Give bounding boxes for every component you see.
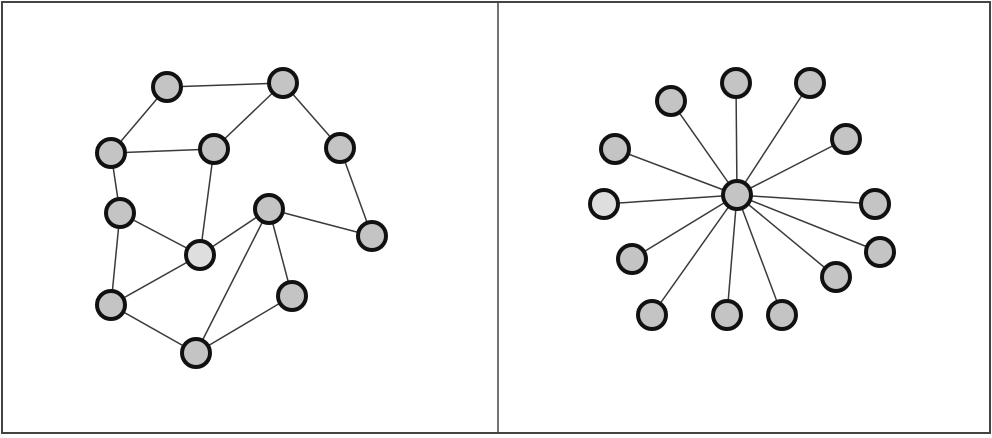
star-leaf-node-s11 <box>636 299 668 331</box>
star-spoke-s12 <box>726 194 738 316</box>
star-leaf-node-s2 <box>720 67 752 99</box>
star-leaf-node-s8 <box>864 236 896 268</box>
mesh-edge-c-h <box>199 148 215 256</box>
mesh-node-k <box>276 280 308 312</box>
mesh-node-h <box>184 239 216 271</box>
mesh-edge-j-h <box>110 254 201 306</box>
mesh-node-l <box>180 337 212 369</box>
star-leaf-node-s4 <box>830 123 862 155</box>
star-spoke-s1 <box>670 100 738 196</box>
mesh-node-b <box>267 67 299 99</box>
mesh-edge-d-c <box>110 148 215 154</box>
star-leaf-node-s10 <box>820 261 852 293</box>
mesh-network-panel <box>95 67 388 369</box>
star-leaf-node-s9 <box>616 243 648 275</box>
star-leaf-node-s5 <box>599 133 631 165</box>
star-network-panel <box>588 67 896 331</box>
mesh-nodes <box>95 67 388 369</box>
mesh-node-e <box>324 132 356 164</box>
mesh-edge-g-i <box>268 208 373 237</box>
mesh-edge-l-g <box>195 208 270 354</box>
mesh-edge-j-l <box>110 304 197 354</box>
star-hub-node <box>721 179 753 211</box>
mesh-node-a <box>151 71 183 103</box>
mesh-node-g <box>253 193 285 225</box>
star-spoke-s7 <box>736 194 876 205</box>
mesh-node-d <box>95 137 127 169</box>
mesh-node-f <box>104 197 136 229</box>
mesh-node-j <box>95 289 127 321</box>
star-spokes <box>603 82 881 316</box>
star-leaf-node-s3 <box>794 67 826 99</box>
star-spoke-s4 <box>736 138 847 196</box>
mesh-node-i <box>356 220 388 252</box>
mesh-edge-l-k <box>195 295 293 354</box>
star-leaf-node-s12 <box>711 299 743 331</box>
star-spoke-s6 <box>603 194 738 205</box>
star-leaf-node-s7 <box>859 188 891 220</box>
mesh-node-c <box>198 133 230 165</box>
star-leaf-node-s1 <box>655 85 687 117</box>
star-spoke-s3 <box>736 82 811 196</box>
star-leaf-node-s13 <box>766 299 798 331</box>
star-spoke-s13 <box>736 194 783 316</box>
star-spoke-s9 <box>631 194 738 260</box>
star-spoke-s5 <box>614 148 738 196</box>
star-spoke-s8 <box>736 194 881 253</box>
star-leaf-node-s6 <box>588 188 620 220</box>
star-spoke-s10 <box>736 194 837 278</box>
star-spoke-s2 <box>735 82 738 196</box>
star-nodes <box>588 67 896 331</box>
mesh-edge-a-b <box>166 82 284 88</box>
star-spoke-s11 <box>651 194 738 316</box>
